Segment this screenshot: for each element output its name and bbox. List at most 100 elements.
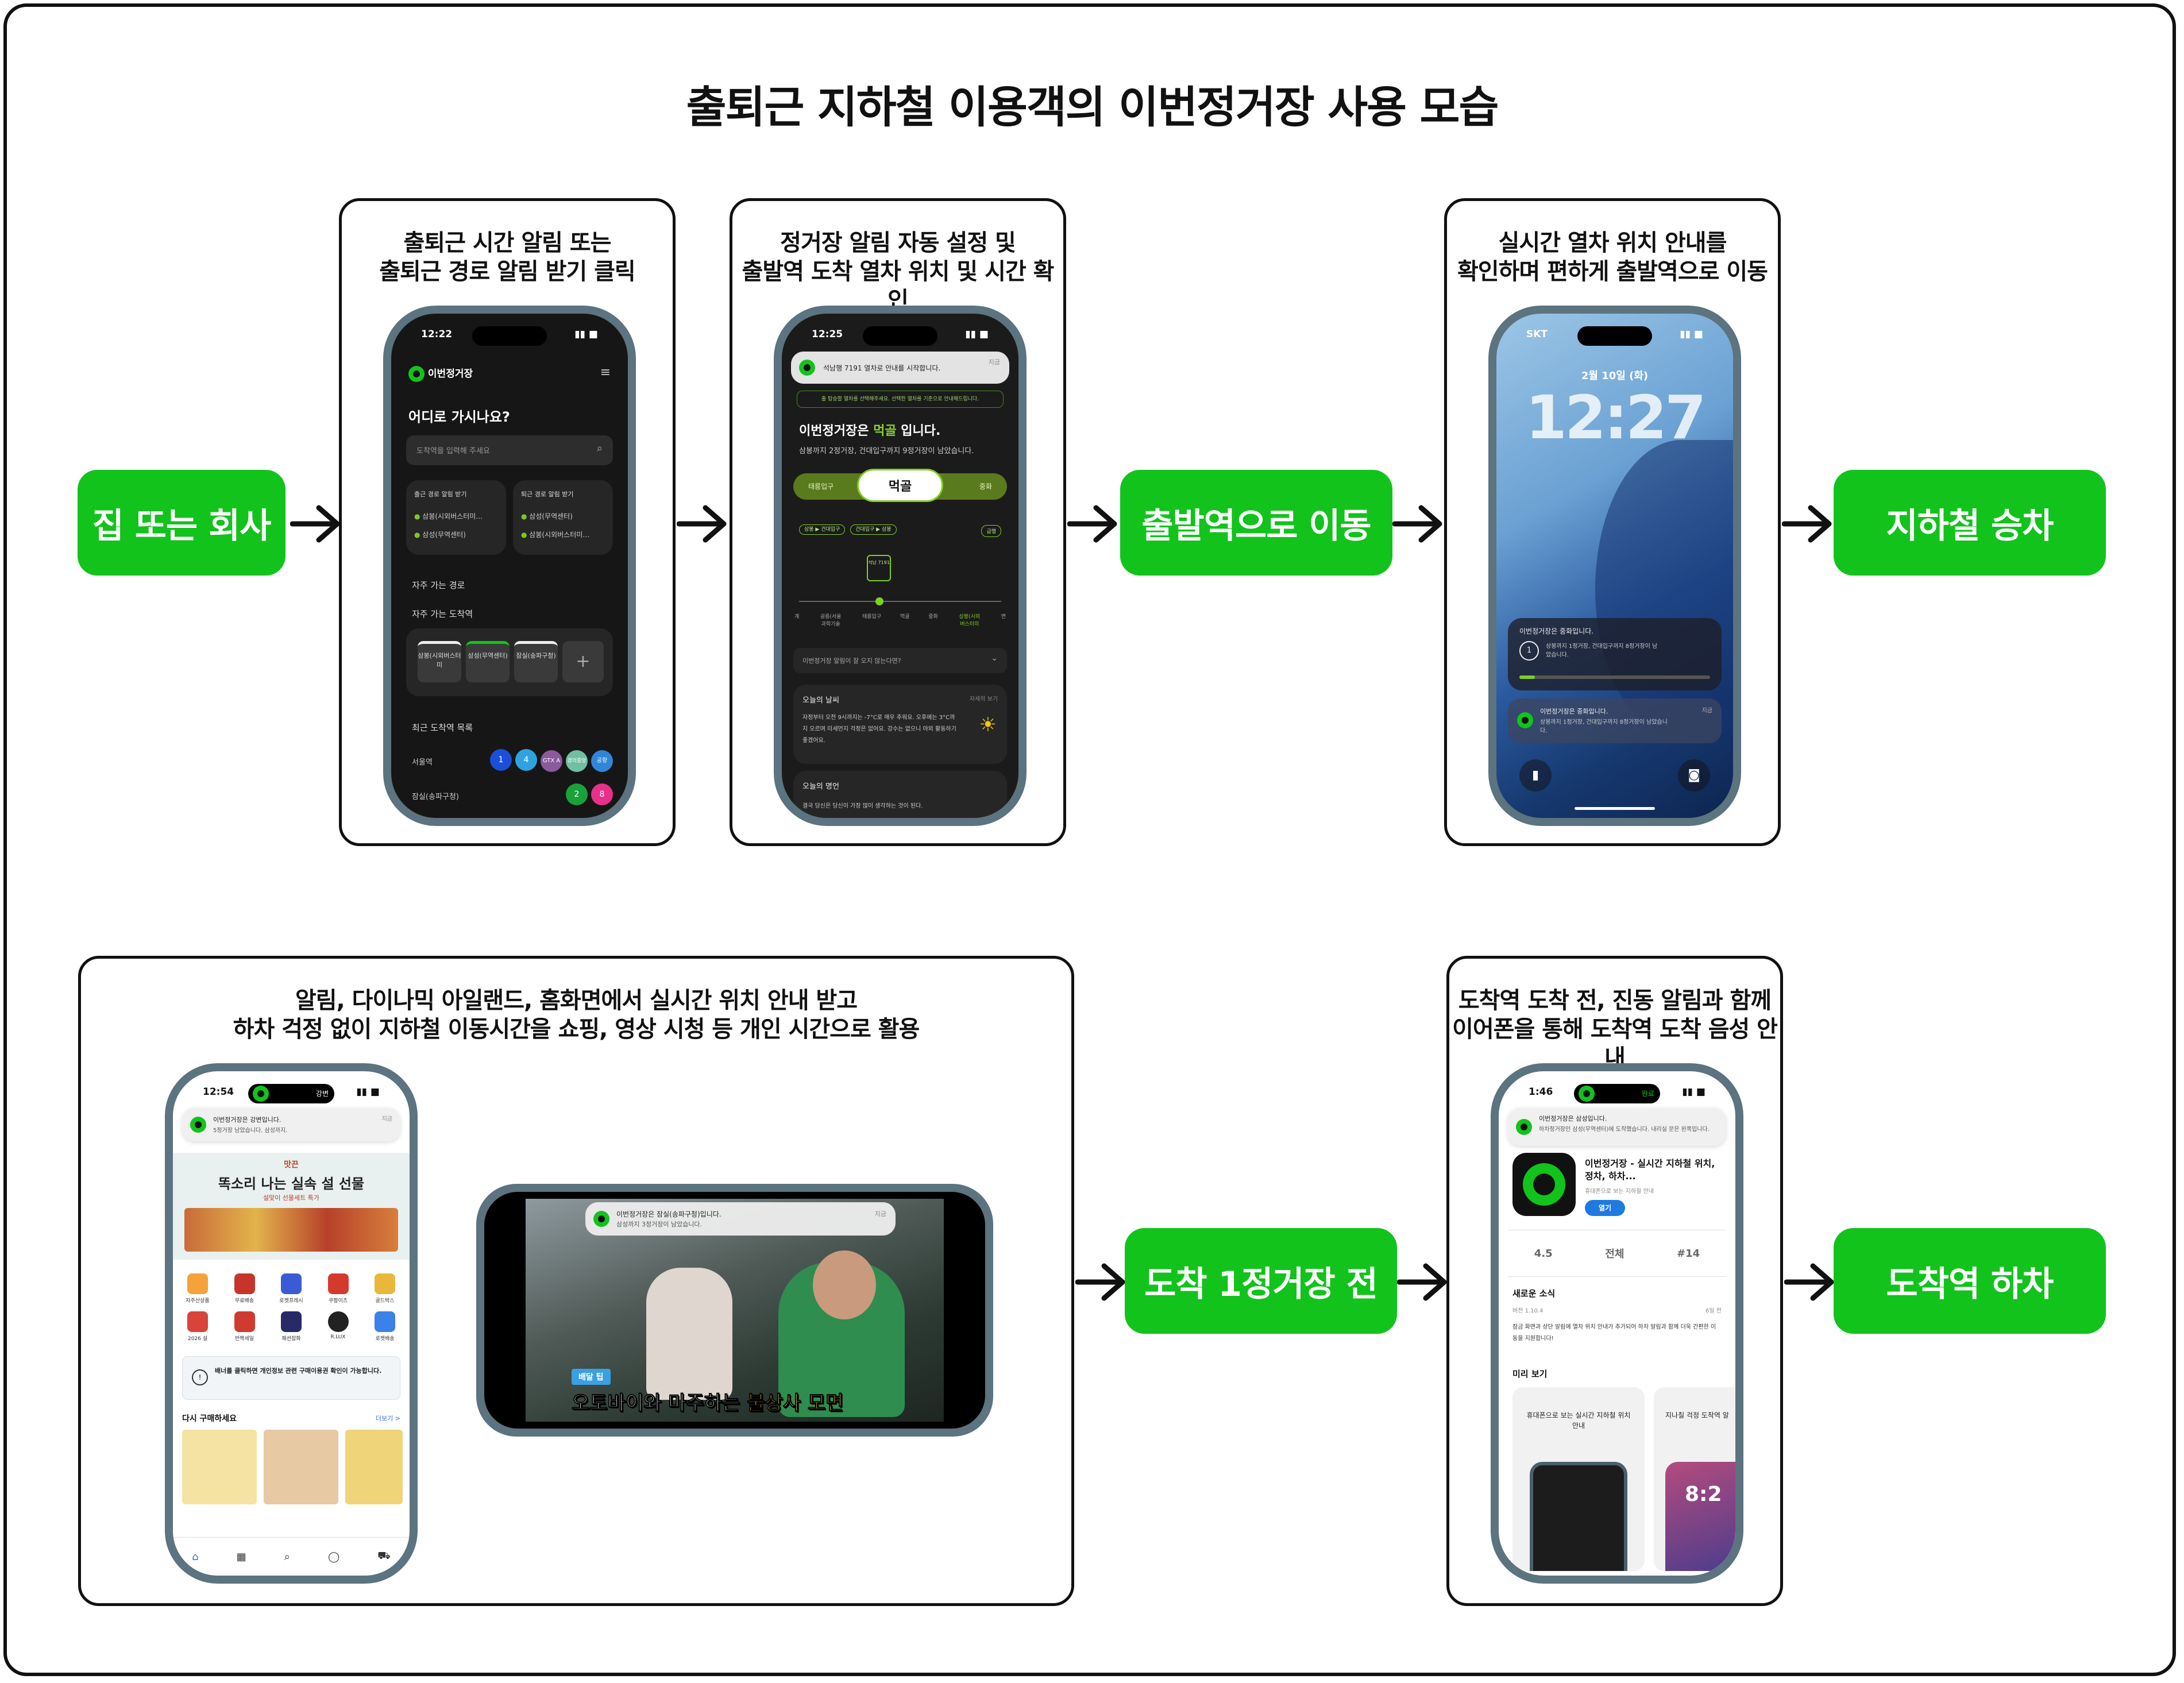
category-icon — [187, 1311, 208, 1332]
preview-title: 미리 보기 — [1512, 1369, 1548, 1379]
weather-more-link[interactable]: 자세히 보기 — [969, 696, 998, 702]
user-icon[interactable]: ◯ — [327, 1550, 340, 1563]
category-icon — [234, 1273, 255, 1294]
progress-bar — [1519, 675, 1710, 679]
category-icon — [327, 1311, 349, 1332]
category-icon[interactable]: ▦ — [236, 1550, 246, 1563]
live-activity[interactable]: 이번정거장은 중화입니다. 1 상봉까지 1정거장, 건대입구까지 8정거장이 … — [1508, 618, 1722, 690]
dynamic-island — [1577, 326, 1652, 346]
caption-5-line1: 도착역 도착 전, 진동 알림과 함께 — [1458, 987, 1772, 1014]
current-station-heading: 이번정거장은 먹골 입니다. — [799, 424, 941, 438]
more-link[interactable]: 더보기 > — [375, 1415, 400, 1422]
remaining-stops: 삼봉까지 2정거장, 건대입구까지 9정거장이 남았습니다. — [799, 447, 974, 456]
app-logo-icon — [408, 366, 425, 382]
category-item[interactable]: 로켓프레시 — [273, 1273, 309, 1304]
bottom-nav: ⌂ ▦ ⌕ ◯ ⛟ — [173, 1537, 410, 1576]
privacy-text: 배너를 클릭하면 개인정보 관련 구매이용권 확인이 가능합니다. — [215, 1367, 382, 1375]
step-home: 집 또는 회사 — [78, 470, 285, 576]
lock-notification[interactable]: 이번정거장은 중화입니다. 상봉까지 1정거장, 건대입구까지 8정거장이 남았… — [1508, 698, 1722, 743]
commute-title: 출근 경로 알림 받기 — [414, 491, 467, 498]
status-time: 12:25 — [812, 329, 843, 340]
app-header: 이번정거장 — [408, 365, 473, 382]
caption-5-line2: 이어폰을 통해 도착역 도착 음성 안내 — [1452, 1016, 1778, 1071]
preview-phone — [1530, 1462, 1627, 1571]
help-question: 이번정거장 알림이 잘 오지 않는다면? — [802, 657, 901, 665]
notification[interactable]: 석남행 7191 열차로 안내를 시작합니다. 지금 — [791, 352, 1009, 384]
promo-banner[interactable]: 맛끈 똑소리 나는 실속 설 선물 설맞이 선물세트 특가 — [173, 1153, 410, 1260]
menu-icon[interactable]: ≡ — [600, 365, 611, 380]
step-alight: 도착역 하차 — [1834, 1228, 2106, 1334]
dest-chip[interactable]: 삼봉(시외버스터미 — [418, 641, 461, 682]
step-board: 지하철 승차 — [1834, 470, 2106, 576]
flashlight-icon[interactable]: ▮ — [1519, 759, 1552, 792]
caption-4-line1: 알림, 다이나믹 아일랜드, 홈화면에서 실시간 위치 안내 받고 — [295, 987, 858, 1014]
product-thumb[interactable] — [345, 1430, 403, 1504]
battery-icon: ▮▮ ■ — [1682, 1086, 1705, 1098]
category-item[interactable]: 반짝세일 — [227, 1311, 263, 1342]
add-icon[interactable]: + — [562, 641, 604, 682]
product-thumb[interactable] — [182, 1430, 257, 1504]
category-item[interactable]: 2026 설 — [180, 1311, 215, 1342]
category-icon — [375, 1311, 395, 1332]
product-thumb[interactable] — [264, 1430, 338, 1504]
recent-item[interactable]: 잠실(송파구청) — [412, 793, 459, 801]
caption-3-line2: 확인하며 편하게 출발역으로 이동 — [1457, 258, 1768, 285]
help-row[interactable]: 이번정거장 알림이 잘 오지 않는다면? ⌄ — [793, 648, 1007, 673]
category-item[interactable]: 골드박스 — [367, 1273, 403, 1304]
home-icon[interactable]: ⌂ — [192, 1550, 199, 1563]
frequent-route[interactable]: 자주 가는 경로 — [412, 580, 465, 590]
video-frame[interactable]: 배달 팁 오토바이와 마주하는 불상사 모면 — [526, 1199, 944, 1422]
dest-chip[interactable]: 잠실(송파구청) — [514, 641, 558, 682]
arrow-right-icon — [1075, 1263, 1125, 1301]
brand-label: 맛끈 — [284, 1160, 299, 1169]
age-rating: 전체 — [1605, 1248, 1625, 1260]
quote-card: 오늘의 명언 결국 당신은 당신이 가장 많이 생각하는 것이 된다. — [793, 771, 1007, 818]
gift-set-image — [184, 1208, 398, 1252]
commute-card[interactable]: 출근 경로 알림 받기 ● 삼봉(시외버스터미… ● 삼성(무역센터) — [406, 480, 506, 555]
caption-box-5: 도착역 도착 전, 진동 알림과 함께 이어폰을 통해 도착역 도착 음성 안내… — [1446, 956, 1783, 1606]
lock-noti-title: 이번정거장은 중화입니다. — [1540, 708, 1608, 715]
category-row: 2026 설 반짝세일 패션잡화 R.LUX 로켓배송 — [180, 1311, 403, 1342]
open-button[interactable]: 열기 — [1585, 1200, 1625, 1216]
preview-shot[interactable]: 지나칠 걱정 도착역 알 8:2 — [1654, 1387, 1735, 1571]
current-station: 먹골 — [857, 469, 943, 502]
dynamic-island: 강변 — [248, 1084, 334, 1103]
search-input[interactable]: 도착역을 입력해 주세요 ⌕ — [406, 435, 613, 465]
version: 버전 1.10.4 — [1512, 1308, 1544, 1314]
notification-time: 지금 — [988, 358, 1000, 366]
category-item[interactable]: 로켓배송 — [367, 1311, 403, 1342]
notification[interactable]: 이번정거장은 잠실(송파구청)입니다. 삼성까지 3정거장이 남았습니다. 지금 — [585, 1202, 896, 1236]
search-icon[interactable]: ⌕ — [284, 1550, 290, 1563]
weather-card: 오늘의 날씨 자세히 보기 자정부터 오전 9시까지는 -7°C로 매우 추워요… — [793, 685, 1007, 764]
outer-frame — [3, 3, 2176, 1676]
cart-icon[interactable]: ⛟ — [377, 1550, 391, 1562]
express-tag: 급행 — [981, 525, 1001, 537]
notification[interactable]: 이번정거장은 삼성입니다. 하차정거장인 삼성(무역센터)에 도착했습니다. 내… — [1508, 1108, 1726, 1146]
notification[interactable]: 이번정거장은 강변입니다. 5정거장 남았습니다. 삼성까지. 지금 — [182, 1108, 400, 1141]
notification-title: 이번정거장은 강변입니다. — [213, 1116, 281, 1124]
category-item[interactable]: 쿠팡이츠 — [321, 1273, 356, 1304]
whats-new-title[interactable]: 새로운 소식 — [1512, 1288, 1556, 1299]
privacy-notice[interactable]: ! 배너를 클릭하면 개인정보 관련 구매이용권 확인이 가능합니다. — [182, 1356, 400, 1400]
category-item[interactable]: R.LUX — [321, 1311, 356, 1342]
wallpaper-shape — [1595, 440, 1733, 739]
dest-chip[interactable]: 삼성(무역센터) — [466, 641, 510, 682]
return-card[interactable]: 퇴근 경로 알림 받기 ● 삼성(무역센터) ● 삼봉(시외버스터미… — [513, 480, 613, 555]
category-item[interactable]: 자주산상품 — [180, 1273, 215, 1304]
train-marker: 석남 7191 — [867, 555, 891, 581]
category-item[interactable]: 무료배송 — [227, 1273, 263, 1304]
face-shape — [813, 1250, 876, 1319]
recent-item[interactable]: 서울역 — [412, 758, 433, 767]
train-hint: 출 탑승할 열차를 선택해주세요. 선택한 열차를 기준으로 안내해드립니다. — [797, 391, 1004, 408]
category-item[interactable]: 패션잡화 — [273, 1311, 309, 1342]
prev-station: 태릉입구 — [808, 482, 834, 491]
rebuy-title: 다시 구매하세요 — [182, 1414, 237, 1423]
return-title: 퇴근 경로 알림 받기 — [521, 491, 574, 498]
camera-icon[interactable]: ◙ — [1678, 759, 1710, 792]
quote-title: 오늘의 명언 — [802, 782, 839, 791]
preview-shot[interactable]: 휴대폰으로 보는 실시간 지하철 위치 안내 — [1512, 1387, 1645, 1571]
app-stats: 4.5 전체 #14 — [1508, 1230, 1726, 1277]
category-icon — [281, 1273, 302, 1294]
